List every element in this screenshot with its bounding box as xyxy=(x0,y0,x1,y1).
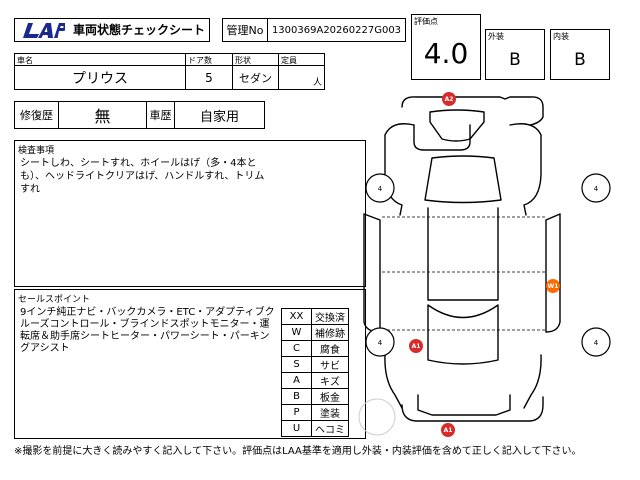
laa-logo xyxy=(23,23,65,38)
damage-mark-rear-bumper: A1 xyxy=(441,423,455,437)
capacity-unit: 人 xyxy=(312,78,322,88)
capacity-cell: 定員 人 xyxy=(278,53,325,90)
sales-points-text: 9インチ純正ナビ・バックカメラ・ETC・アダプティブクルーズコントロール・ブライ… xyxy=(20,307,275,354)
tire-front-left: 4 xyxy=(365,173,395,203)
front-bumper-outline xyxy=(401,96,544,126)
right-side xyxy=(545,213,561,333)
inspection-notes-text: シートしわ、シートすれ、ホイールはげ（多・4本とも）、ヘッドライトクリアはげ、ハ… xyxy=(20,158,265,195)
trunk-outline xyxy=(417,394,511,416)
management-number-value: 1300369A20260227G003 xyxy=(267,18,406,42)
legend-meaning: ヘコミ xyxy=(311,420,349,437)
exterior-grade-label: 外装 xyxy=(488,32,504,41)
rear-window xyxy=(427,304,499,365)
exterior-grade-cell: 外装 B xyxy=(485,29,545,80)
windshield xyxy=(424,155,502,204)
score-value: 4.0 xyxy=(423,37,469,70)
right-rear-fender xyxy=(523,354,542,409)
svg-text:A1: A1 xyxy=(412,343,421,350)
front-right-panel xyxy=(509,123,542,136)
repair-history-label: 修復歴 xyxy=(14,101,59,129)
left-fender xyxy=(384,134,403,216)
svg-text:4: 4 xyxy=(594,339,599,347)
usage-history-value: 自家用 xyxy=(174,101,265,129)
interior-grade-value: B xyxy=(574,50,586,70)
car-name-value: プリウス xyxy=(72,70,128,87)
repair-history-value: 無 xyxy=(58,101,147,129)
damage-mark-front-bumper: A2 xyxy=(442,92,456,106)
score-cell: 評価点 4.0 xyxy=(411,14,481,80)
tire-front-right: 4 xyxy=(581,173,611,203)
interior-grade-label: 内装 xyxy=(553,32,569,41)
body-shape-cell: 形状 セダン xyxy=(232,53,279,90)
svg-text:4: 4 xyxy=(378,185,383,193)
interior-grade-cell: 内装 B xyxy=(550,29,610,80)
svg-text:A2: A2 xyxy=(445,96,454,103)
hood-outline xyxy=(413,124,471,151)
door-count-cell: ドア数 5 xyxy=(185,53,233,90)
left-side xyxy=(363,213,381,333)
right-fender xyxy=(523,134,542,216)
hood-top xyxy=(429,109,485,142)
damage-mark-right-side: W1 xyxy=(546,279,560,293)
svg-text:W1: W1 xyxy=(548,283,559,290)
footer-note: ※撮影を前提に大きく読みやすく記入して下さい。評価点はLAA基準を適用し外装・内… xyxy=(14,446,582,457)
inspection-notes-title: 検査事項 xyxy=(18,146,55,156)
roof xyxy=(427,207,499,301)
body-shape-value: セダン xyxy=(239,71,272,85)
svg-text:A1: A1 xyxy=(444,427,453,434)
damage-mark-left-rocker: A1 xyxy=(409,339,423,353)
score-label: 評価点 xyxy=(414,17,438,26)
sheet-header: 車両状態チェックシート xyxy=(14,18,210,42)
tire-rear-left: 4 xyxy=(365,327,395,357)
body-shape-label: 形状 xyxy=(235,56,251,65)
car-name-label: 車名 xyxy=(17,56,33,65)
door-count-value: 5 xyxy=(205,70,213,85)
inspection-notes-panel: 検査事項 シートしわ、シートすれ、ホイールはげ（多・4本とも）、ヘッドライトクリ… xyxy=(14,140,366,287)
exterior-grade-value: B xyxy=(509,50,521,70)
sheet-title: 車両状態チェックシート xyxy=(73,23,206,37)
management-number-label: 管理No xyxy=(222,18,268,42)
usage-history-label: 車歴 xyxy=(146,101,175,129)
front-left-panel xyxy=(384,123,415,136)
capacity-label: 定員 xyxy=(281,56,297,65)
tire-rear-right: 4 xyxy=(581,327,611,357)
door-count-label: ドア数 xyxy=(188,56,212,65)
left-rear-fender xyxy=(384,354,403,409)
rear-bumper-outline xyxy=(401,396,544,422)
svg-text:4: 4 xyxy=(378,339,383,347)
sales-points-title: セールスポイント xyxy=(18,295,91,305)
spare-tire-icon xyxy=(358,398,396,436)
svg-text:4: 4 xyxy=(594,185,599,193)
